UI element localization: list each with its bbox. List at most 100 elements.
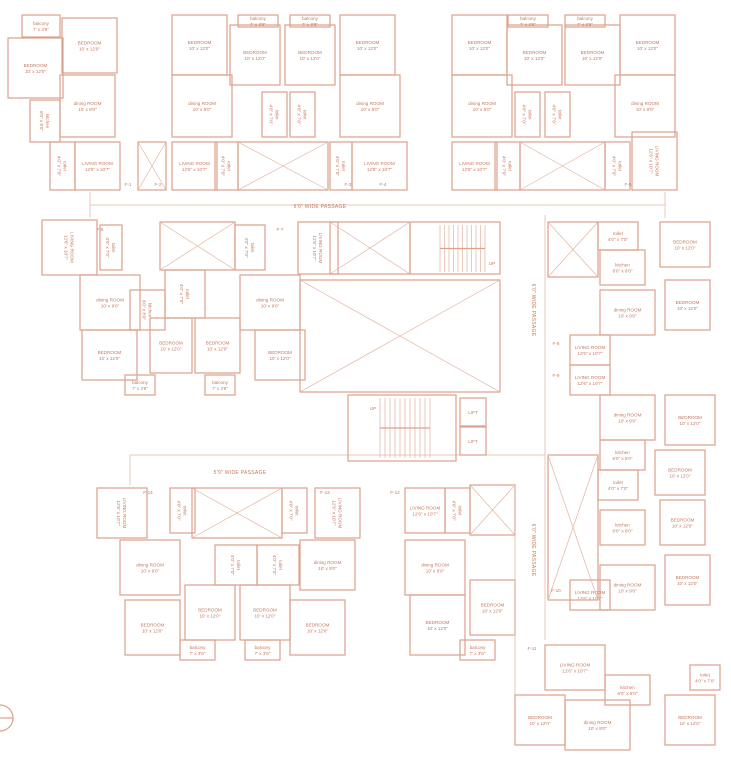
room-name: BEDROOM [673,240,697,245]
shaft-void [237,141,329,191]
room-size: 6'0" x 8'0" [612,269,632,274]
room-name: toilet [63,161,68,171]
svg-text:LIFT: LIFT [468,439,478,444]
lift-1: LIFT [459,397,487,427]
room-size: 12'6" x 10'7" [577,381,603,386]
room-size: 10' x 12'0" [637,46,658,51]
room-name: BEDROOM [676,300,700,305]
room-size: 10' x 12'0" [524,56,545,61]
room-name: BEDROOM [523,50,547,55]
room-name: balcony [302,16,319,21]
room-name: toilet [111,243,116,253]
room-size: 12'6" x 10'7" [116,500,121,526]
room-size: 4'0" x 7'0" [522,104,527,124]
room-size: 7' x 3'6" [212,386,228,391]
room-size: 12'6" x 10'7" [332,500,337,526]
room-name: balcony [520,16,537,21]
room-size: 10' x 12'0" [677,581,698,586]
room-name: LIVING ROOM [179,161,210,166]
room-size: 10' x 9'0" [361,107,380,112]
room-name: BEDROOM [298,50,322,55]
room-name: BEDROOM [198,608,222,613]
room-name: BEDROOM [159,341,183,346]
room-size: 10' x 12'0" [674,246,695,251]
room-size: 7' x 3'6" [577,22,593,27]
room-name: BEDROOM [356,40,380,45]
room-size: 4'0" x 7'0" [297,104,302,124]
flat-label: F-14 [143,490,153,495]
room-name: BEDROOM [268,350,292,355]
room-name: dining ROOM [314,560,342,565]
room-name: dining ROOM [136,563,164,568]
room-name: balcony [212,380,229,385]
room-name: BEDROOM [188,40,212,45]
room-name: BEDROOM [306,623,330,628]
room-size: 10' x 9'0" [618,589,637,594]
stair-up-label: UP [489,261,495,266]
flat-label: F-3 [345,182,352,187]
room-size: 12'6" x 10'7" [562,669,588,674]
shaft-void [469,484,516,536]
room-size: 10' x 12'0" [427,626,448,631]
room-size: 6'0" x 8'0" [142,300,147,320]
room-name: BEDROOM [676,575,700,580]
room-name: toilet [227,161,232,171]
room-size: 10' x 12'0" [469,46,490,51]
room-size: 10' x 9'0" [78,107,97,112]
room-size: 4'0" x 7'0" [105,237,110,257]
room-name: BEDROOM [636,40,660,45]
north-compass-icon [0,704,14,732]
room-size: 10' x 12'0" [142,629,163,634]
flat-label: F-10 [551,588,561,593]
room-name: BEDROOM [468,40,492,45]
room-name: balcony [132,380,149,385]
room-size: 10' x 9'0" [261,304,280,309]
room-size: 10' x 9'0" [618,314,637,319]
room-name: dining ROOM [468,101,496,106]
room-size: 4'0" x 7'0" [335,156,340,176]
room-name: toilet [278,560,283,570]
room-size: 12'6" x 10'7" [577,596,603,601]
room-name: BEDROOM [243,50,267,55]
room-name: BEDROOM [24,63,48,68]
room-size: 4'0" x 7'0" [179,284,184,304]
flat-label: F-4 [380,182,387,187]
room-size: 4'0" x 7'0" [269,104,274,124]
room-name: dining ROOM [256,298,284,303]
room-size: 10' x 12'0" [207,347,228,352]
room-size: 12'6" x 10'7" [182,167,208,172]
room-name: LIVING ROOM [70,232,75,263]
room-size: 10' x 9'0" [618,419,637,424]
lift-2: LIFT [459,426,487,456]
shaft-void [137,141,167,191]
stair-1: UP [409,221,501,275]
room-name: toilet [613,231,623,236]
room-size: 7' x 3'6" [470,651,486,656]
room-size: 10' x 12'0" [307,629,328,634]
room-size: 10' x 12'0" [529,721,550,726]
